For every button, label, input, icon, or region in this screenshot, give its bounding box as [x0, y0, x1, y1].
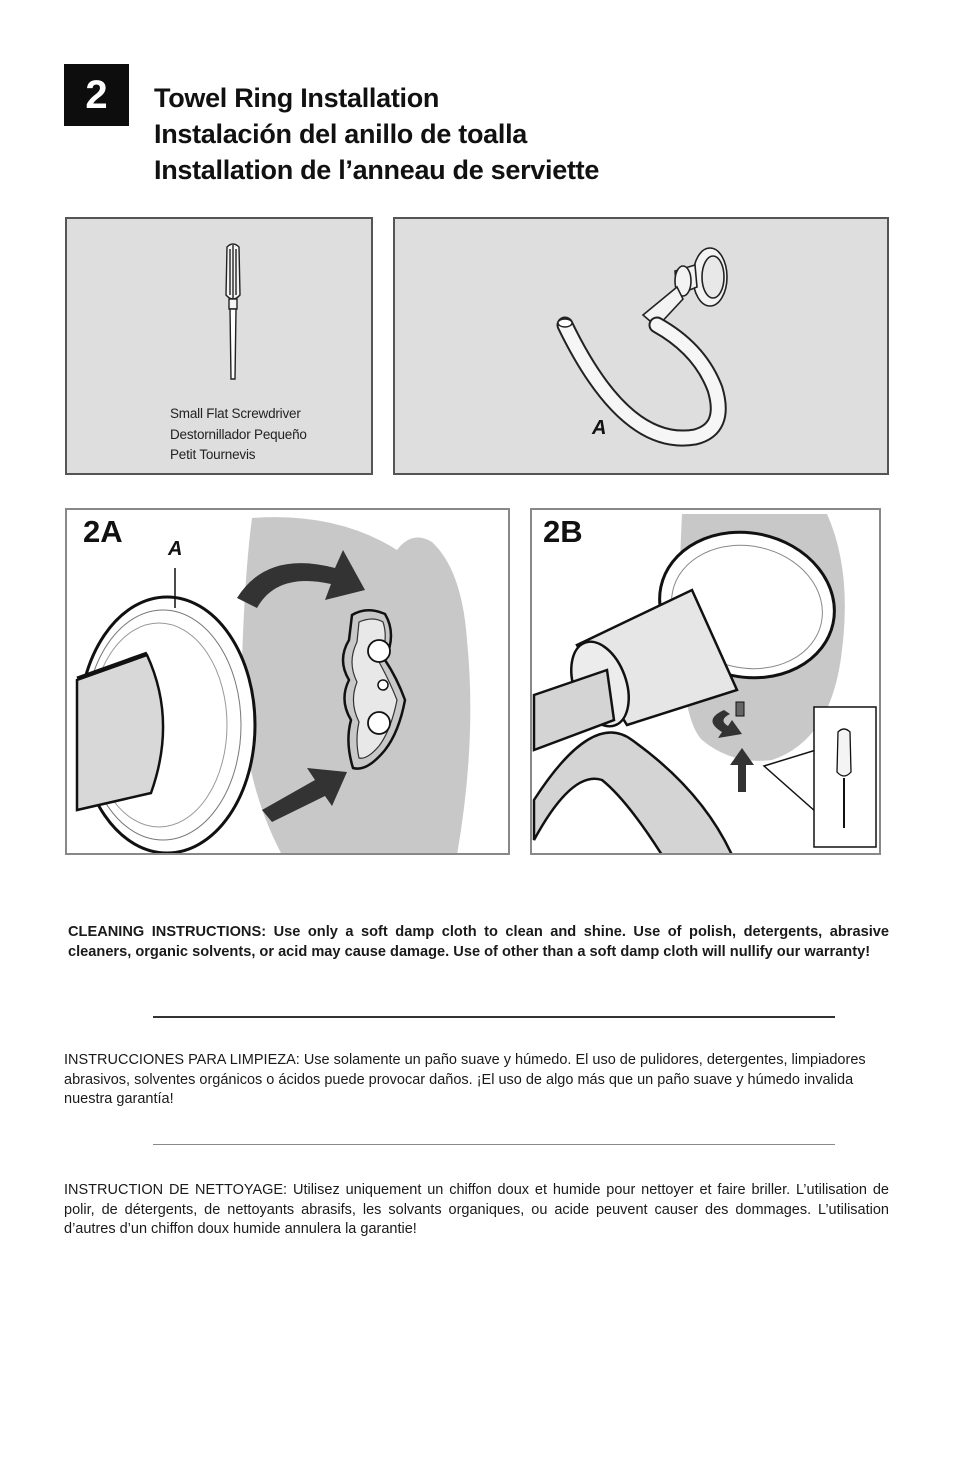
- figure-2a-callout-a: A: [168, 538, 183, 560]
- figure-2a-label: 2A: [83, 514, 123, 549]
- figure-2a: 2A A: [65, 508, 510, 855]
- towel-ring-icon: [556, 247, 728, 447]
- screwdriver-icon: [225, 243, 241, 380]
- tool-name-fr: Petit Tournevis: [170, 447, 256, 462]
- step-number-badge: 2: [64, 64, 129, 126]
- step-number: 2: [85, 72, 108, 117]
- figure-2b-illustration: [532, 514, 877, 853]
- title-fr: Installation de l’anneau de serviette: [154, 155, 600, 185]
- step-titles: Towel Ring Installation Instalación del …: [154, 80, 599, 188]
- part-label-a: A: [592, 417, 607, 439]
- tool-name: Small Flat Screwdriver Destornillador Pe…: [170, 404, 307, 466]
- figure-2b: 2B: [530, 508, 881, 855]
- divider-1: [153, 1016, 835, 1018]
- cleaning-instructions-en: CLEANING INSTRUCTIONS: Use only a soft d…: [68, 924, 889, 960]
- title-en: Towel Ring Installation: [154, 83, 440, 113]
- tool-name-es: Destornillador Pequeño: [170, 426, 307, 442]
- tools-panel: Small Flat Screwdriver Destornillador Pe…: [65, 217, 373, 475]
- cleaning-instructions-fr: INSTRUCTION DE NETTOYAGE: Utilisez uniqu…: [64, 1182, 889, 1237]
- figure-2b-label: 2B: [543, 514, 583, 549]
- title-es: Instalación del anillo de toalla: [154, 119, 527, 149]
- cleaning-instructions-es: INSTRUCCIONES PARA LIMPIEZA: Use solamen…: [64, 1052, 866, 1107]
- tool-name-en: Small Flat Screwdriver: [170, 406, 301, 421]
- parts-panel: A: [393, 217, 889, 475]
- figure-2a-illustration: [75, 517, 471, 853]
- divider-2: [153, 1144, 835, 1145]
